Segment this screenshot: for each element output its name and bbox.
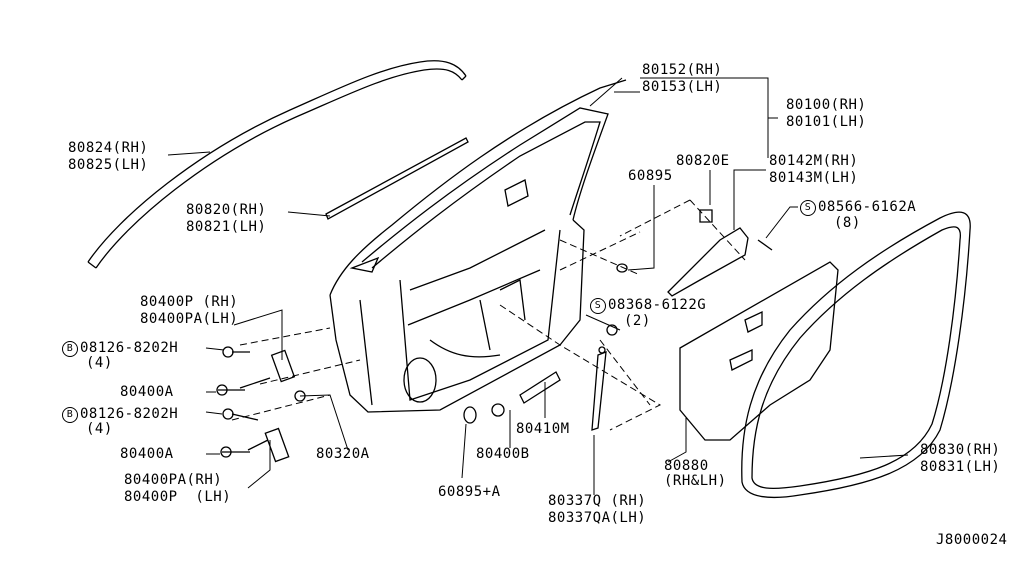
window-regulator-part [606,209,773,336]
label-80825: 80825(LH) [68,157,149,173]
label-80337q: 80337Q (RH) [548,493,647,509]
label-80101: 80101(LH) [786,114,867,130]
weatherstrip-part [741,211,971,499]
s-symbol-icon: S [590,298,606,314]
label-80400p: 80400P (RH) [140,294,239,310]
b-symbol-icon: B [62,407,78,423]
label-80824: 80824(RH) [68,140,149,156]
label-80400pa-rh: 80400PA(RH) [124,472,223,488]
label-80143m: 80143M(LH) [769,170,859,186]
label-80152: 80152(RH) [642,62,723,78]
hinge-lower-part [220,408,290,463]
label-60895a: 60895+A [438,484,501,500]
label-80100: 80100(RH) [786,97,867,113]
label-80153: 80153(LH) [642,79,723,95]
door-sash-part [591,346,607,431]
label-80830: 80830(RH) [920,442,1001,458]
leader-lines [167,77,909,495]
label-80880-side: (RH&LH) [664,473,727,489]
label-80142m: 80142M(RH) [769,153,859,169]
clip-60895a-part [463,406,477,424]
hinge-upper-part [216,346,296,396]
label-08566-code: 08566-6162A [818,199,917,215]
label-80337qa: 80337QA(LH) [548,510,647,526]
label-08368-code: 08368-6122G [608,297,707,313]
label-08566-qty: (8) [834,215,861,231]
label-80400p-lh: 80400P (LH) [124,489,232,505]
label-80400b: 80400B [476,446,530,462]
b-symbol-icon: B [62,341,78,357]
label-08126-upper-qty: (4) [86,355,113,371]
label-60895: 60895 [628,168,673,184]
diagram-id: J8000024 [936,532,1008,548]
label-80320a: 80320A [316,446,370,462]
dashed-guides [231,199,746,431]
label-80820e: 80820E [676,153,730,169]
sealing-screen-part [679,261,839,441]
label-08126-upper-code: 08126-8202H [80,340,179,356]
label-80821: 80821(LH) [186,219,267,235]
label-08368-qty: (2) [624,313,651,329]
belt-molding-part [325,137,469,220]
label-80820: 80820(RH) [186,202,267,218]
label-80400a-upper: 80400A [120,384,174,400]
roof-molding-part [87,60,467,269]
s-symbol-icon: S [800,200,816,216]
front-door-part [329,79,627,413]
label-08126-lower-qty: (4) [86,421,113,437]
label-80410m: 80410M [516,421,570,437]
clip-60895-part [616,263,628,273]
label-80400pa: 80400PA(LH) [140,311,239,327]
check-link-part [294,371,561,417]
label-80880: 80880 [664,458,709,474]
label-80400a-lower: 80400A [120,446,174,462]
label-80831: 80831(LH) [920,459,1001,475]
label-08126-lower-code: 08126-8202H [80,406,179,422]
